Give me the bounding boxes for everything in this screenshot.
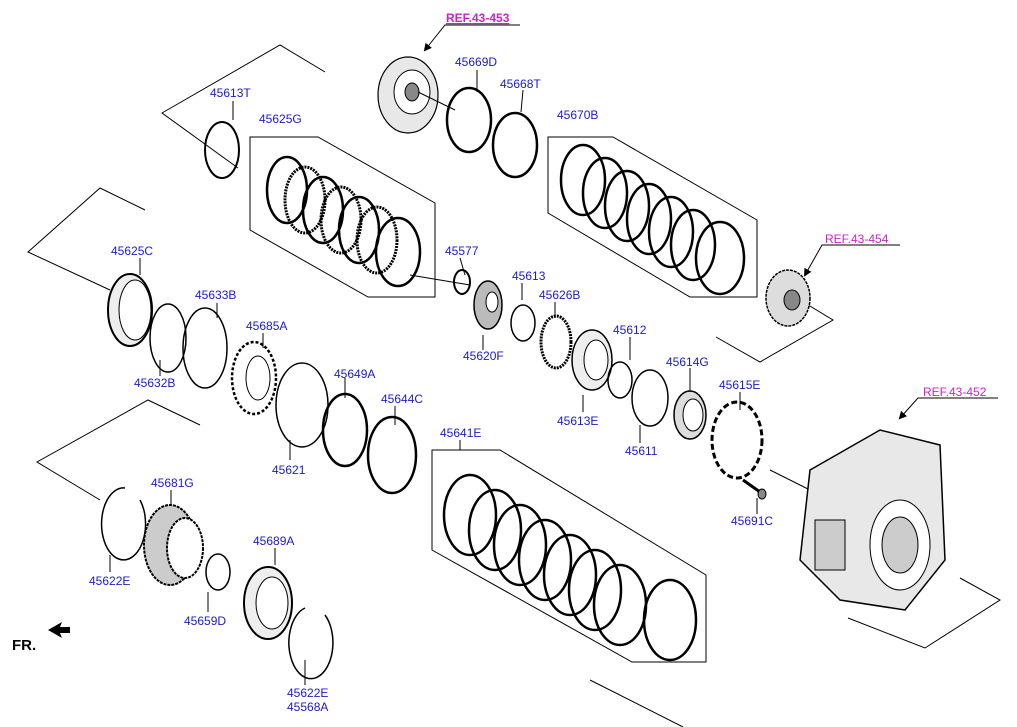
- label-45613: 45613: [512, 269, 546, 283]
- label-45681G: 45681G: [151, 476, 194, 490]
- ring-45669D: [445, 86, 493, 154]
- bracket-ref-454: [715, 299, 834, 363]
- label-45621: 45621: [272, 463, 306, 477]
- label-45620F: 45620F: [463, 349, 504, 363]
- ring-45621: [275, 362, 329, 448]
- ring-45626B: [539, 314, 573, 370]
- label-45668T: 45668T: [500, 77, 541, 91]
- ring-45613E: [607, 361, 633, 399]
- ring-45611: [631, 369, 669, 427]
- label-45632B: 45632B: [134, 376, 175, 390]
- label-45659D: 45659D: [184, 614, 226, 628]
- label-45644C: 45644C: [381, 392, 423, 406]
- ref-arrows: [423, 24, 998, 420]
- snap-ring-45622E-left: [100, 487, 147, 561]
- label-45568A: 45568A: [287, 700, 328, 714]
- leader-lines: [109, 70, 821, 685]
- label-45670B: 45670B: [557, 108, 598, 122]
- label-45691C: 45691C: [731, 514, 773, 528]
- label-45577: 45577: [445, 244, 479, 258]
- ring-45632B: [149, 303, 187, 373]
- snap-ring-45622E-bottom: [288, 607, 334, 680]
- bracket-45625C: [27, 187, 146, 291]
- ring-45689A: [243, 566, 293, 640]
- label-45669D: 45669D: [455, 55, 497, 69]
- bracket-45641E: [431, 449, 707, 663]
- label-45685A: 45685A: [246, 319, 287, 333]
- ring-45644C: [366, 415, 418, 495]
- piston-45612: [571, 329, 613, 391]
- bracket-housing: [847, 577, 1001, 649]
- label-45611: 45611: [625, 444, 658, 458]
- label-45613E: 45613E: [557, 414, 598, 428]
- snap-ring-45659D: [205, 553, 231, 591]
- front-arrow-icon: [48, 622, 70, 638]
- drum-45681G: [143, 504, 204, 586]
- snap-ring-45613T: [204, 121, 240, 179]
- drum-45625C: [107, 273, 153, 347]
- clutch-pack-45641E: [442, 473, 698, 662]
- label-45625G: 45625G: [259, 112, 302, 126]
- label-45633B: 45633B: [195, 288, 236, 302]
- oil-pump-part: [377, 56, 456, 134]
- hub-45620F: [473, 280, 503, 330]
- label-45622E-left: 45622E: [89, 574, 130, 588]
- label-45615E: 45615E: [719, 378, 760, 392]
- bracket-45622E-left: [36, 399, 201, 501]
- label-45625C: 45625C: [111, 244, 153, 258]
- gear-ref-454: [765, 269, 811, 327]
- bracket-45613T: [161, 44, 326, 169]
- label-45689A: 45689A: [253, 534, 294, 548]
- clutch-pack-45625G: [265, 155, 422, 288]
- housing-ref-452: [799, 429, 946, 611]
- ring-45649A: [321, 392, 369, 468]
- ref-43-454[interactable]: REF.43-454: [825, 232, 889, 246]
- bracket-45670B: [547, 136, 758, 298]
- direction-label: FR.: [12, 637, 36, 654]
- washer-45577: [453, 269, 471, 295]
- cover-45615E: [710, 400, 764, 480]
- bolt-45691C: [742, 478, 767, 500]
- ref-43-452[interactable]: REF.43-452: [923, 385, 987, 399]
- ring-45614G: [673, 390, 707, 440]
- bracket-bottom-right: [589, 679, 684, 727]
- snap-ring-45613: [510, 304, 536, 342]
- label-45613T: 45613T: [210, 86, 251, 100]
- ref-43-453[interactable]: REF.43-453: [446, 11, 510, 25]
- spring-retainer-45685A: [230, 340, 278, 416]
- label-45641E: 45641E: [440, 426, 481, 440]
- label-45614G: 45614G: [666, 355, 709, 369]
- label-45612: 45612: [613, 323, 647, 337]
- bracket-45625G: [249, 136, 436, 298]
- label-45649A: 45649A: [334, 367, 375, 381]
- ring-45633B: [182, 307, 228, 389]
- label-45626B: 45626B: [539, 288, 580, 302]
- ring-45668T: [491, 111, 539, 179]
- label-45622E-bottom: 45622E: [287, 686, 328, 700]
- clutch-pack-45670B: [559, 143, 746, 296]
